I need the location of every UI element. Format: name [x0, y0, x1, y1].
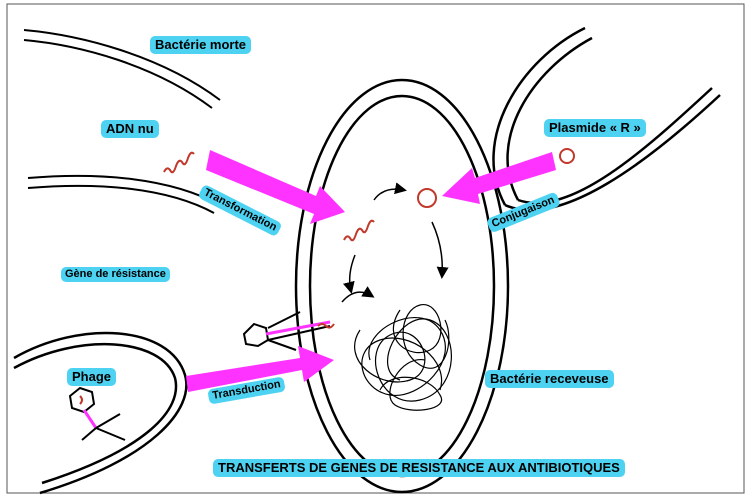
figure-frame — [7, 4, 744, 493]
injecting-phage — [244, 312, 330, 350]
recipient-bacterium-outer — [296, 80, 508, 492]
naked-dna-fragment — [164, 153, 194, 173]
chromosome-tangle — [355, 305, 452, 411]
injected-dna — [318, 324, 334, 328]
label-plasmid: Plasmide « R » — [544, 119, 646, 137]
label-naked-dna: ADN nu — [101, 120, 159, 138]
incoming-dna — [344, 221, 374, 241]
label-recipient-bacterium: Bactérie receveuse — [485, 370, 614, 388]
conjugation-arrow — [442, 152, 556, 204]
figure-caption: TRANSFERTS DE GENES DE RESISTANCE AUX AN… — [213, 459, 625, 477]
received-plasmid — [418, 189, 436, 207]
phage-bacterium-shape — [14, 333, 186, 493]
phage-particle — [70, 388, 125, 440]
plasmid-donor-circle — [560, 149, 574, 163]
label-resistance-gene: Gène de résistance — [61, 267, 170, 282]
recipient-bacterium-inner — [310, 96, 494, 476]
label-dead-bacterium: Bactérie morte — [150, 36, 251, 54]
label-phage: Phage — [67, 368, 116, 386]
